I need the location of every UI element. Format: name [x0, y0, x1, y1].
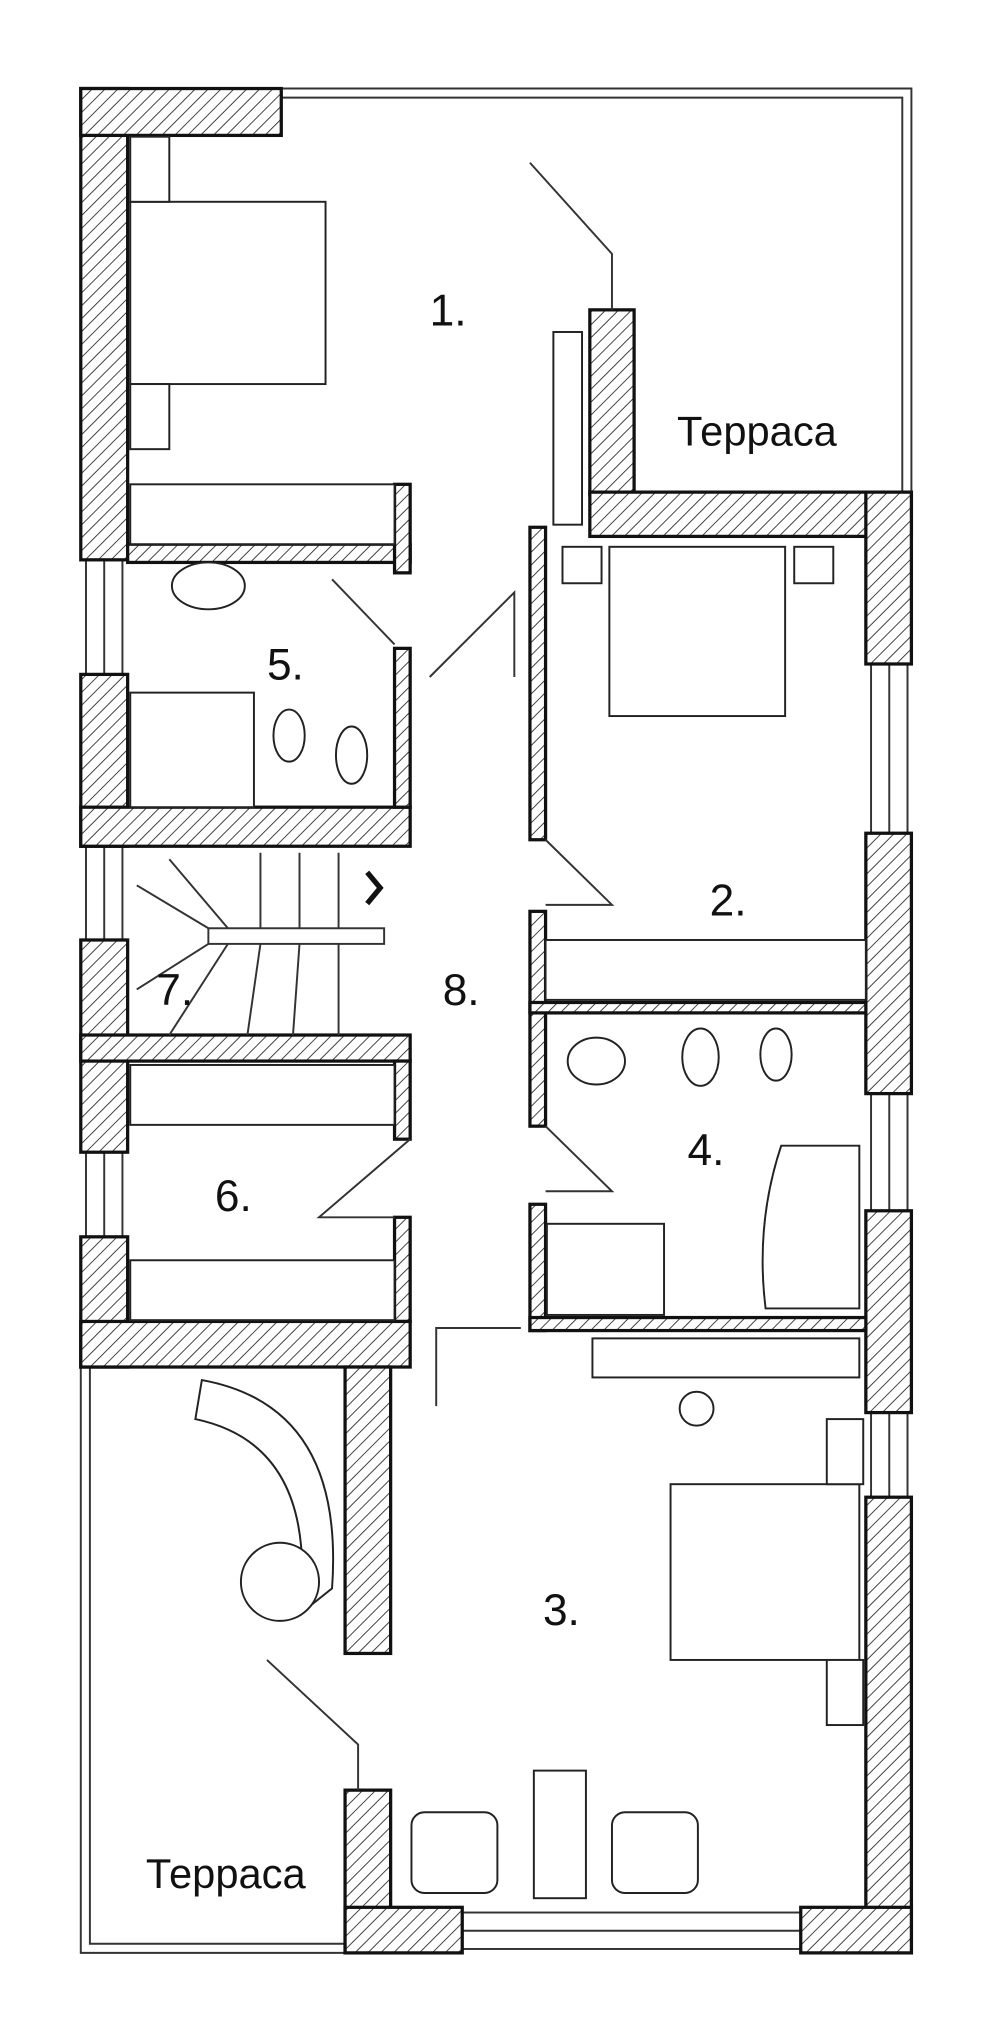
room-7-label: 7. [156, 966, 193, 1015]
room-6-label: 6. [215, 1172, 252, 1221]
room-1-label: 1. [430, 286, 467, 335]
bed-room-1 [129, 200, 327, 386]
terrace-bottom-label: Терраса [146, 1850, 307, 1897]
wardrobe-room-2 [544, 939, 867, 1001]
terrace-top-label: Терраса [677, 407, 838, 454]
walls [79, 86, 914, 1955]
staircase [136, 852, 386, 1036]
terrace-top-railing [281, 87, 913, 493]
wardrobe-room-6-bottom [129, 1259, 396, 1322]
room-4-label: 4. [687, 1126, 724, 1175]
shower [545, 1222, 666, 1316]
furniture [129, 135, 867, 1900]
wardrobe-room-1 [129, 483, 396, 546]
bed-room-3 [669, 1483, 861, 1661]
room-5-label: 5. [267, 641, 304, 690]
shower-room-5 [129, 691, 255, 809]
wardrobe-room-6-top [129, 1063, 396, 1126]
sofa [194, 1378, 334, 1617]
bed-room-2 [608, 545, 787, 718]
terrace-bottom-railing [79, 1367, 346, 1954]
stairs-arrow-icon [365, 870, 384, 906]
doors [266, 162, 615, 1791]
room-2-label: 2. [710, 876, 747, 925]
room-8-label: 8. [443, 966, 480, 1015]
room-3-label: 3. [543, 1586, 580, 1635]
bathtub [761, 1144, 861, 1310]
